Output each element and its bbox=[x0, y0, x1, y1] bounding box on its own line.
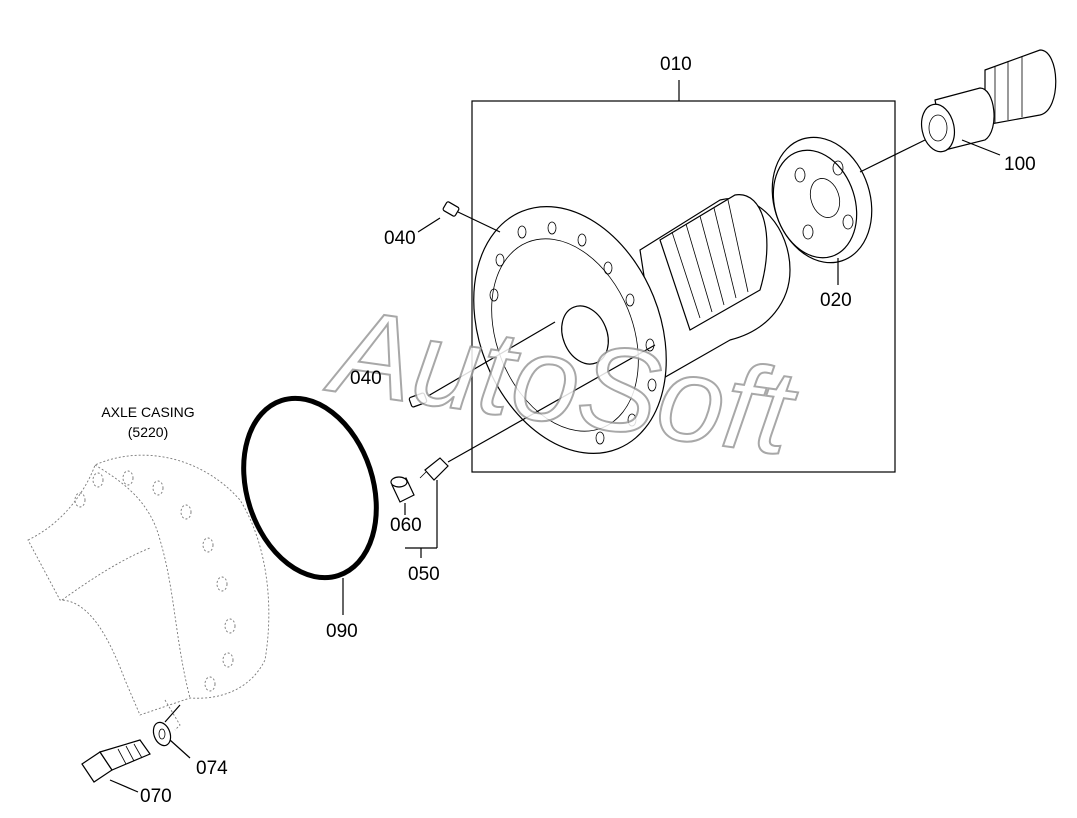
leader-050 bbox=[404, 480, 438, 558]
axle-casing-bolt-holes bbox=[74, 470, 236, 692]
label-040-lower: 040 bbox=[350, 368, 382, 389]
assembly-010-box bbox=[471, 80, 896, 473]
bolt-070 bbox=[81, 739, 151, 793]
hub-carrier-housing bbox=[473, 194, 791, 454]
label-040-top: 040 bbox=[384, 228, 416, 249]
label-090: 090 bbox=[326, 621, 358, 642]
axle-casing-outline bbox=[27, 454, 270, 731]
drive-shaft-100 bbox=[920, 49, 1057, 156]
leader-shaft-ring bbox=[859, 139, 926, 173]
ring-gear-020 bbox=[771, 136, 873, 285]
plug-040-top bbox=[417, 201, 501, 233]
label-020: 020 bbox=[820, 290, 852, 311]
label-060: 060 bbox=[390, 515, 422, 536]
label-100: 100 bbox=[1004, 154, 1036, 175]
cap-060 bbox=[390, 476, 415, 503]
label-010: 010 bbox=[660, 54, 692, 75]
axle-casing-title: AXLE CASING bbox=[101, 404, 194, 420]
flange-bolt-holes bbox=[489, 221, 657, 445]
label-070: 070 bbox=[140, 786, 172, 807]
plug-040-lower bbox=[408, 321, 556, 408]
washer-074 bbox=[152, 704, 191, 759]
spline-shaft bbox=[659, 194, 768, 331]
axle-casing-ref: (5220) bbox=[128, 424, 168, 440]
o-ring-090 bbox=[241, 395, 379, 615]
label-050: 050 bbox=[408, 564, 440, 585]
label-074: 074 bbox=[196, 758, 228, 779]
bleeder-valve-050 bbox=[419, 344, 656, 481]
